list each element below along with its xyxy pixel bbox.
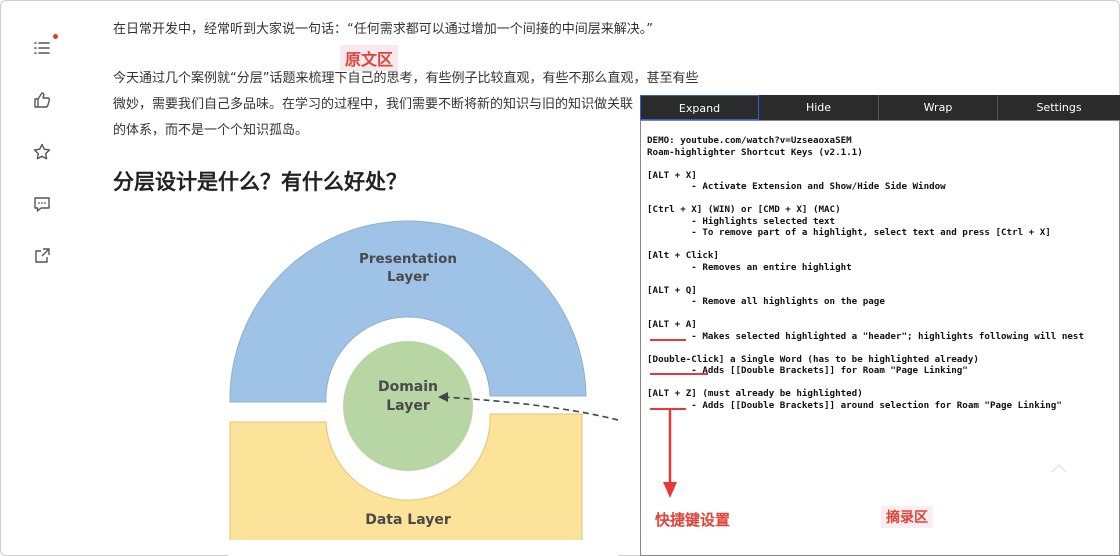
expand-button[interactable]: Expand xyxy=(640,95,759,120)
paragraph-2-line-3: 的体系，而不是一个个知识孤岛。 xyxy=(113,123,309,138)
list-icon xyxy=(34,42,50,54)
dependency-arrow xyxy=(443,396,618,421)
settings-button[interactable]: Settings xyxy=(998,95,1120,120)
share-icon xyxy=(35,248,50,263)
underline-alt-a xyxy=(650,339,686,341)
presentation-label-1: Presentation xyxy=(359,251,457,267)
presentation-label-2: Layer xyxy=(387,269,429,285)
excerpt-area-label: 摘录区 xyxy=(881,506,933,528)
layer-diagram: Presentation Layer Domain Layer Data Lay… xyxy=(228,220,618,556)
help-line: [Double-Click] a Single Word (has to be … xyxy=(647,353,979,365)
comment-button[interactable] xyxy=(20,186,64,222)
domain-label-2: Layer xyxy=(386,398,430,414)
hide-button[interactable]: Hide xyxy=(759,95,879,120)
help-line: - Removes an entire highlight xyxy=(647,261,852,273)
help-line: [ALT + A] xyxy=(647,319,697,330)
data-layer-label: Data Layer xyxy=(365,512,451,528)
article-paragraph-2: 今天通过几个案例就“分层”话题来梳理下自己的思考，有些例子比较直观，有些不那么直… xyxy=(113,66,713,144)
domain-layer-circle xyxy=(335,333,481,479)
help-line: [ALT + Q] xyxy=(647,284,697,296)
help-line: - Highlights selected text xyxy=(647,215,836,227)
help-line: - Adds [[Double Brackets]] around select… xyxy=(647,399,1062,411)
help-line: [Ctrl + X] (WIN) or [CMD + X] (MAC) xyxy=(647,204,841,215)
original-area-label: 原文区 xyxy=(340,45,399,71)
help-line: DEMO: youtube.com/watch?v=UzseaoxaSEM xyxy=(647,135,852,146)
help-line: - Makes selected highlighted a "header";… xyxy=(647,330,1084,342)
article-paragraph-1: 在日常开发中，经常听到大家说一句话：“任何需求都可以通过增加一个间接的中间层来解… xyxy=(113,22,653,37)
help-line: Roam-highlighter Shortcut Keys (v2.1.1) xyxy=(647,146,863,158)
comment-icon xyxy=(34,197,50,212)
favorite-button[interactable] xyxy=(20,134,64,170)
help-line: - To remove part of a highlight, select … xyxy=(647,227,1051,238)
roam-highlighter-panel: Expand Hide Wrap Settings DEMO: youtube.… xyxy=(640,95,1120,556)
like-button[interactable] xyxy=(20,82,64,118)
help-line: - Activate Extension and Show/Hide Side … xyxy=(647,181,946,192)
presentation-layer-arc xyxy=(229,220,587,403)
help-line: - Remove all highlights on the page xyxy=(647,296,885,307)
help-line: [ALT + Z] (must already be highlighted) xyxy=(647,388,863,399)
domain-label-1: Domain xyxy=(378,379,438,395)
help-line: [Alt + Click] xyxy=(647,250,719,261)
section-heading: 分层设计是什么？有什么好处？ xyxy=(113,170,407,194)
data-layer-arc xyxy=(229,413,583,556)
shortcut-settings-label: 快捷键设置 xyxy=(655,511,731,529)
paragraph-2-line-2: 微妙，需要我们自己多品味。在学习的过程中，我们需要不断将新的知识与旧的知识做关联 xyxy=(113,97,634,112)
panel-toolbar: Expand Hide Wrap Settings xyxy=(640,95,1120,120)
star-icon xyxy=(33,143,51,160)
underline-double-click xyxy=(650,373,708,375)
like-icon xyxy=(34,92,51,108)
help-line: [ALT + X] xyxy=(647,169,697,181)
paragraph-2-line-1: 今天通过几个案例就“分层”话题来梳理下自己的思考，有些例子比较直观，有些不那么直… xyxy=(113,71,699,86)
toc-button[interactable] xyxy=(20,30,64,66)
notification-dot xyxy=(53,34,58,39)
help-line: - Adds [[Double Brackets]] for Roam "Pag… xyxy=(647,365,968,376)
wrap-button[interactable]: Wrap xyxy=(879,95,998,120)
share-button[interactable] xyxy=(20,238,64,274)
shortcut-arrow xyxy=(663,408,677,498)
scroll-top-icon[interactable] xyxy=(1041,451,1077,487)
underline-alt-z xyxy=(650,408,686,410)
